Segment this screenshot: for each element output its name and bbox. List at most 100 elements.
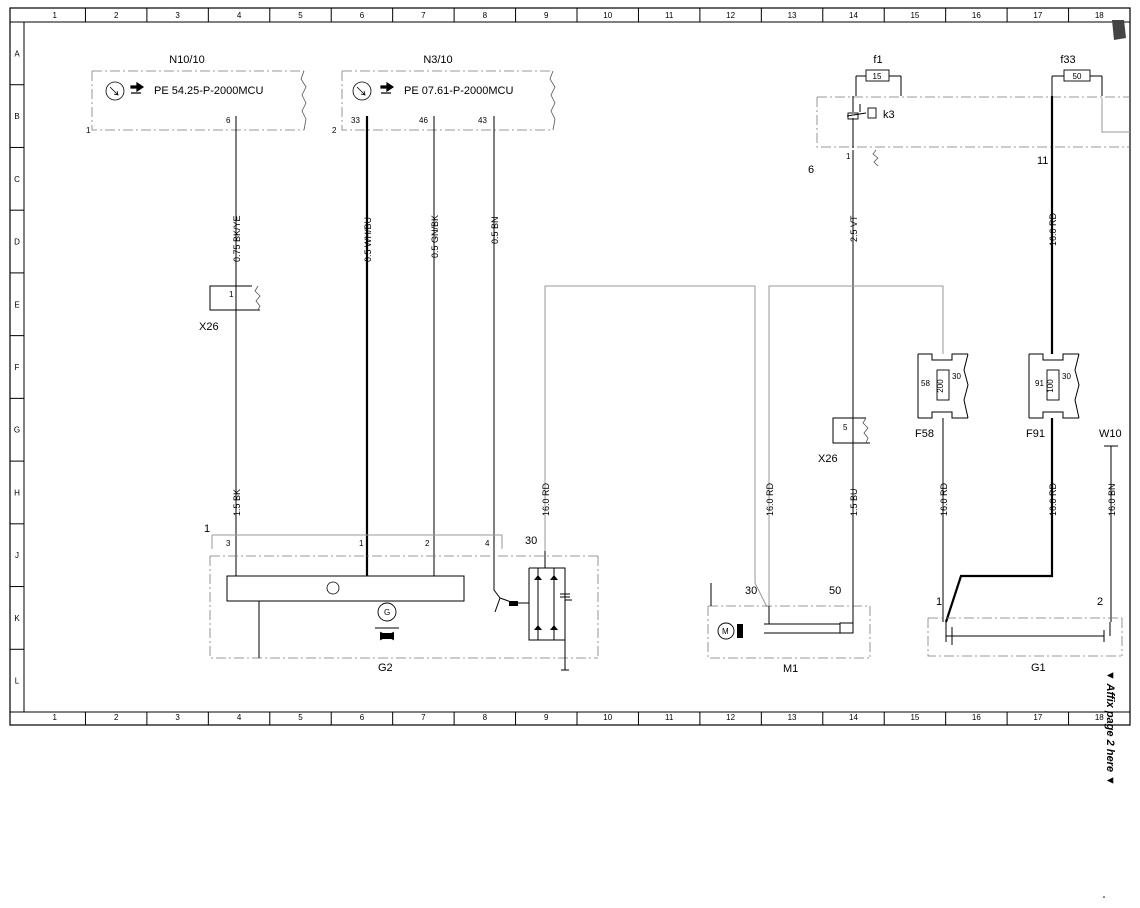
wire-label-9: 16.0 RD: [765, 482, 775, 516]
g2-rectifier-icon: [520, 551, 572, 671]
grid-column-top-15: 15: [910, 11, 919, 20]
wire-label-6: 16.0 RD: [1048, 212, 1058, 246]
f33-label: f33: [1060, 54, 1075, 66]
x26-top-break: [254, 285, 261, 311]
f58-value: 200: [936, 379, 945, 393]
n3-pin-33: 33: [351, 116, 360, 125]
grid-column-bottom-1: 1: [52, 713, 57, 722]
affix-note: ▼ Affix page 2 here ▼: [1104, 670, 1116, 786]
x26-top-connector: [209, 285, 260, 311]
f91-left: 91: [1035, 379, 1044, 388]
f91-right: 30: [1062, 372, 1071, 381]
grid-column-bottom-12: 12: [726, 713, 735, 722]
x26-mid-pin: 5: [843, 423, 848, 432]
x26-mid-connector: [832, 417, 870, 444]
m1-solenoid-icon: [839, 622, 854, 634]
m1-box: [707, 605, 871, 659]
g2-rotor-body-icon: [380, 633, 394, 639]
n10-num: 1: [86, 126, 91, 135]
grid-column-bottom-9: 9: [544, 713, 549, 722]
f58-left: 58: [921, 379, 930, 388]
grid-column-top-6: 6: [360, 11, 365, 20]
grid-column-bottom-7: 7: [421, 713, 426, 722]
n10-transistor-icon: [105, 81, 125, 101]
g2-gen-label: G: [384, 608, 390, 617]
g1-t2: 2: [1097, 596, 1103, 608]
grid-column-top-18: 18: [1095, 11, 1104, 20]
f58-holder: [917, 353, 969, 419]
g2-pin-4: 4: [485, 539, 490, 548]
grid-row-E: E: [14, 300, 19, 309]
n3-ref: PE 07.61-P-2000MCU: [404, 85, 513, 97]
grid-column-bottom-18: 18: [1095, 713, 1104, 722]
k3-break: [872, 149, 879, 167]
f91-holder: [1028, 353, 1080, 419]
wire-f91-g1: [944, 418, 1054, 623]
n3-ref-pointer-icon: [380, 81, 395, 94]
grid-column-bottom-10: 10: [603, 713, 612, 722]
grid-column-top-7: 7: [421, 11, 426, 20]
grid-column-top-11: 11: [665, 11, 674, 20]
grid-column-bottom-2: 2: [114, 713, 119, 722]
grid-row-B: B: [14, 112, 19, 121]
g2-label: G2: [378, 662, 393, 674]
grid-row-K: K: [14, 614, 20, 623]
g1-label: G1: [1031, 662, 1046, 674]
m1-label: M1: [783, 663, 798, 675]
grid-row-G: G: [14, 426, 20, 435]
sheet-tab-icon: [1112, 20, 1126, 40]
grid-row-C: C: [14, 175, 20, 184]
g2-regulator-transistor-icon: [326, 581, 340, 595]
grid-column-top-16: 16: [972, 11, 981, 20]
f58-right: 30: [952, 372, 961, 381]
w10-ground-icon: [1104, 445, 1118, 470]
grid-column-bottom-15: 15: [910, 713, 919, 722]
grid-column-bottom-13: 13: [788, 713, 797, 722]
wire-label-10: 1.5 BU: [849, 488, 859, 516]
n10-box: [91, 70, 304, 131]
grid-column-top-4: 4: [237, 11, 242, 20]
wire-label-11: 16.0 RD: [939, 482, 949, 516]
grid-column-bottom-3: 3: [175, 713, 180, 722]
f1-link: [855, 75, 902, 96]
f91-value: 100: [1046, 379, 1055, 393]
wire-label-2: 0.5 WH/BU: [363, 217, 373, 262]
k3-coil-icon: [847, 112, 859, 120]
g2-box: [209, 555, 599, 659]
wire-label-12: 16.0 RD: [1048, 482, 1058, 516]
grid-ticks: [10, 8, 1070, 725]
wire-label-7: 1.5 BK: [232, 489, 242, 516]
n3-num: 2: [332, 126, 337, 135]
grid-column-top-8: 8: [483, 11, 488, 20]
wire-label-4: 0.5 BN: [490, 216, 500, 244]
g2-num: 1: [204, 523, 210, 535]
grid-column-top-17: 17: [1033, 11, 1042, 20]
wire-label-13: 16.0 BN: [1107, 483, 1117, 516]
w10-label: W10: [1099, 428, 1122, 440]
grid-column-bottom-17: 17: [1033, 713, 1042, 722]
grid-column-top-13: 13: [788, 11, 797, 20]
n3-transistor-icon: [352, 81, 372, 101]
k3-num: 6: [808, 164, 814, 176]
g2-pin-3: 3: [226, 539, 231, 548]
wire-label-5: 2.5 VT: [849, 215, 859, 242]
f58-label: F58: [915, 428, 934, 440]
g1-box: [927, 617, 1123, 657]
grid-column-bottom-5: 5: [298, 713, 303, 722]
f1-value: 15: [873, 72, 882, 81]
grid-column-top-3: 3: [175, 11, 180, 20]
n10-label: N10/10: [169, 54, 204, 66]
grid-column-bottom-16: 16: [972, 713, 981, 722]
x26-top-label: X26: [199, 321, 219, 333]
n10-ref-pointer-icon: [130, 81, 145, 94]
m1-motor-label: M: [722, 627, 729, 636]
n3-label: N3/10: [423, 54, 452, 66]
k3-coil-icon-2: [867, 107, 877, 119]
grid-column-bottom-11: 11: [665, 713, 674, 722]
link-g2-30: [544, 285, 768, 608]
grid-column-top-14: 14: [849, 11, 858, 20]
k3-label: k3: [883, 109, 895, 121]
